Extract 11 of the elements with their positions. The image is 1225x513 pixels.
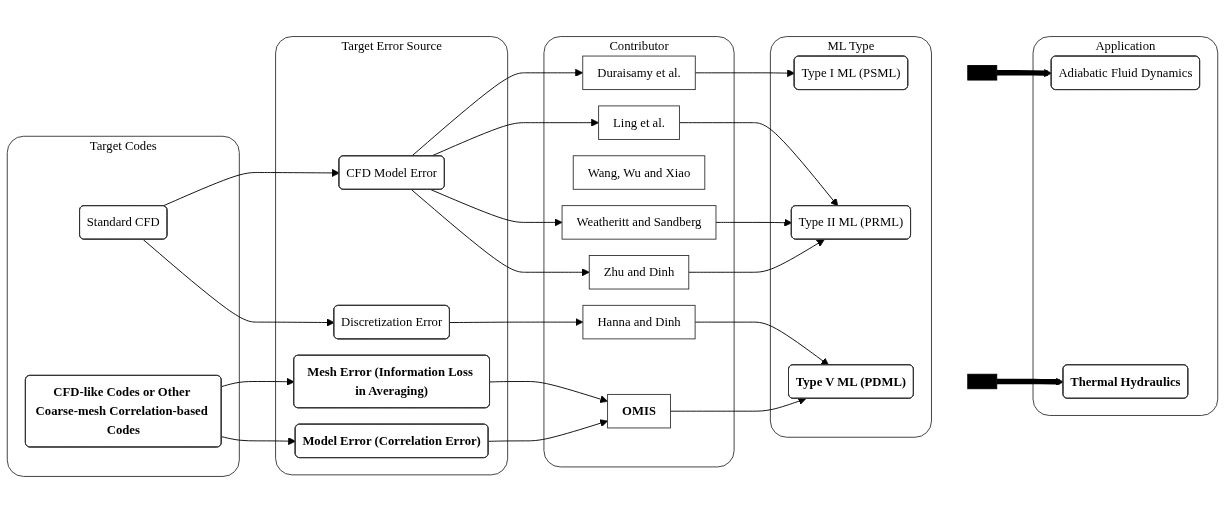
node-bar <box>967 373 998 390</box>
arrow <box>996 69 1052 78</box>
node-box: OMIS <box>607 393 671 429</box>
arrow <box>996 377 1064 386</box>
node-box: Duraisamy et al. <box>582 55 696 91</box>
node-bar <box>967 65 998 81</box>
node-box: Hanna and Dinh <box>582 304 696 340</box>
node-box: Zhu and Dinh <box>588 255 690 290</box>
node-box: Ling et al. <box>598 105 680 140</box>
node-box: Wang, Wu and Xiao <box>572 155 706 190</box>
node-box: Weatheritt and Sandberg <box>561 205 717 240</box>
